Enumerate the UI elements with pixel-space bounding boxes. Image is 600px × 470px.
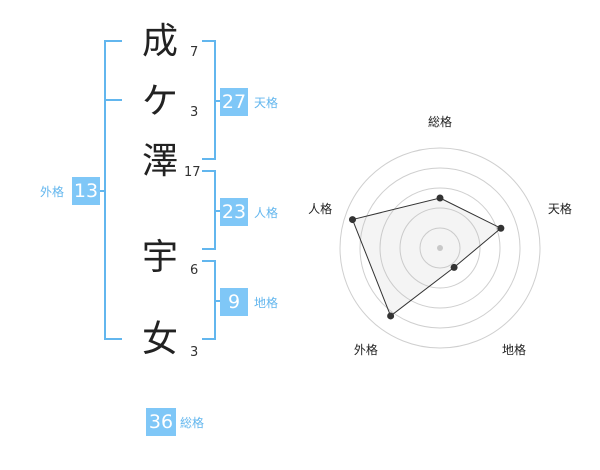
tenkaku-connector bbox=[214, 100, 222, 102]
stroke-count-1: 7 bbox=[190, 45, 199, 60]
chikaku-badge: 9 bbox=[220, 288, 248, 316]
chikaku-bracket-top bbox=[202, 260, 216, 262]
stroke-count-2: 3 bbox=[190, 105, 199, 120]
soukaku-label: 総格 bbox=[180, 416, 205, 430]
tenkaku-bracket-bottom bbox=[202, 158, 216, 160]
jinkaku-badge: 23 bbox=[220, 198, 248, 226]
name-char-5: 女 bbox=[141, 319, 178, 360]
radar-point bbox=[349, 216, 357, 224]
radar-axis-label: 天格 bbox=[548, 201, 572, 216]
tenkaku-label: 天格 bbox=[254, 96, 279, 110]
radar-polygon bbox=[351, 197, 502, 317]
gaikaku-label: 外格 bbox=[40, 185, 65, 199]
tenkaku-bracket-top bbox=[202, 40, 216, 42]
name-char-4: 宇 bbox=[141, 237, 178, 278]
radar-axis-label: 人格 bbox=[308, 201, 332, 216]
gaikaku-bracket-top bbox=[104, 40, 122, 42]
jinkaku-bracket-bottom bbox=[202, 248, 216, 250]
radar-point bbox=[436, 194, 444, 202]
soukaku-badge: 36 bbox=[146, 408, 176, 436]
name-char-1: 成 bbox=[141, 21, 178, 62]
radar-point bbox=[497, 224, 505, 232]
chikaku-connector bbox=[214, 300, 222, 302]
chikaku-bracket-bottom bbox=[202, 338, 216, 340]
radar-axis-label: 総格 bbox=[428, 114, 452, 129]
gaikaku-bracket-bottom bbox=[104, 338, 122, 340]
chikaku-label: 地格 bbox=[254, 296, 279, 310]
gaikaku-connector bbox=[98, 190, 106, 192]
stroke-count-3: 17 bbox=[184, 165, 201, 180]
stroke-count-5: 3 bbox=[190, 345, 199, 360]
stroke-count-4: 6 bbox=[190, 263, 199, 278]
jinkaku-label: 人格 bbox=[254, 206, 279, 220]
radar-center-dot bbox=[437, 245, 443, 251]
radar-point bbox=[387, 312, 395, 320]
gaikaku-badge: 13 bbox=[72, 177, 100, 205]
radar-point bbox=[450, 263, 458, 271]
name-char-3: 澤 bbox=[141, 141, 178, 182]
radar-axis-label: 外格 bbox=[354, 342, 378, 357]
tenkaku-badge: 27 bbox=[220, 88, 248, 116]
name-char-2: ケ bbox=[141, 81, 178, 122]
jinkaku-connector bbox=[214, 210, 222, 212]
gaikaku-bracket-mid bbox=[104, 99, 122, 101]
jinkaku-bracket-top bbox=[202, 170, 216, 172]
radar-axis-label: 地格 bbox=[502, 342, 526, 357]
radar-points bbox=[349, 194, 505, 320]
